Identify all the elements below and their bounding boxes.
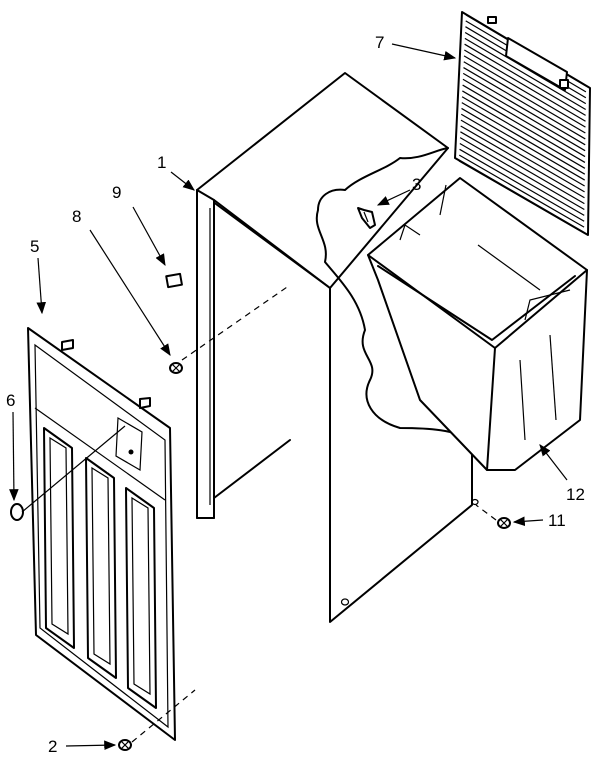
grille-line <box>459 142 585 216</box>
grille-line <box>458 154 585 228</box>
cabinet-wrapper-part-1 <box>196 72 479 623</box>
grille-line <box>462 72 586 146</box>
callout-12: 12 <box>566 485 585 504</box>
callout-8: 8 <box>72 207 81 226</box>
grille-line <box>464 43 586 116</box>
callout-3: 3 <box>412 175 421 194</box>
grille-line <box>463 61 586 134</box>
grille-line <box>461 102 586 175</box>
grille-line <box>462 90 586 163</box>
screw-part-11 <box>497 517 511 529</box>
plug-part-6 <box>10 503 24 521</box>
grille-line <box>462 78 586 152</box>
door-slot-inner <box>131 496 151 696</box>
ice-bin-part-12 <box>367 177 588 471</box>
leader-lines <box>9 43 568 751</box>
grille-line <box>458 160 585 234</box>
door-slot <box>85 457 117 679</box>
door-slot-inner <box>49 436 69 636</box>
grille-line <box>460 113 585 187</box>
grille-line <box>464 49 586 122</box>
screw-part-8 <box>169 362 183 374</box>
grille-line <box>459 137 585 210</box>
callout-9: 9 <box>112 183 121 202</box>
grille-line <box>462 84 586 158</box>
grille-line <box>460 125 585 199</box>
grille-line <box>461 107 586 181</box>
screw-part-2 <box>118 739 132 751</box>
grille-lid-part-7 <box>454 11 591 236</box>
front-panel-part-5 <box>27 327 176 741</box>
grille-line <box>461 96 586 169</box>
callout-11: 11 <box>548 511 566 530</box>
grille-line <box>460 119 585 193</box>
clip-part-3 <box>357 207 376 229</box>
callout-6: 6 <box>6 391 15 410</box>
grille-line <box>459 148 585 222</box>
callout-2: 2 <box>48 737 57 756</box>
callout-1: 1 <box>157 153 166 172</box>
callout-7: 7 <box>375 33 384 52</box>
grille-line <box>463 55 586 128</box>
door-slot-inner <box>91 466 111 666</box>
door-slot <box>43 427 75 649</box>
grille-line <box>464 37 586 111</box>
grille-line <box>460 131 585 205</box>
grille-line <box>463 67 586 140</box>
bumper-part-9 <box>165 272 183 289</box>
callout-5: 5 <box>30 237 39 256</box>
door-slot <box>125 487 157 709</box>
